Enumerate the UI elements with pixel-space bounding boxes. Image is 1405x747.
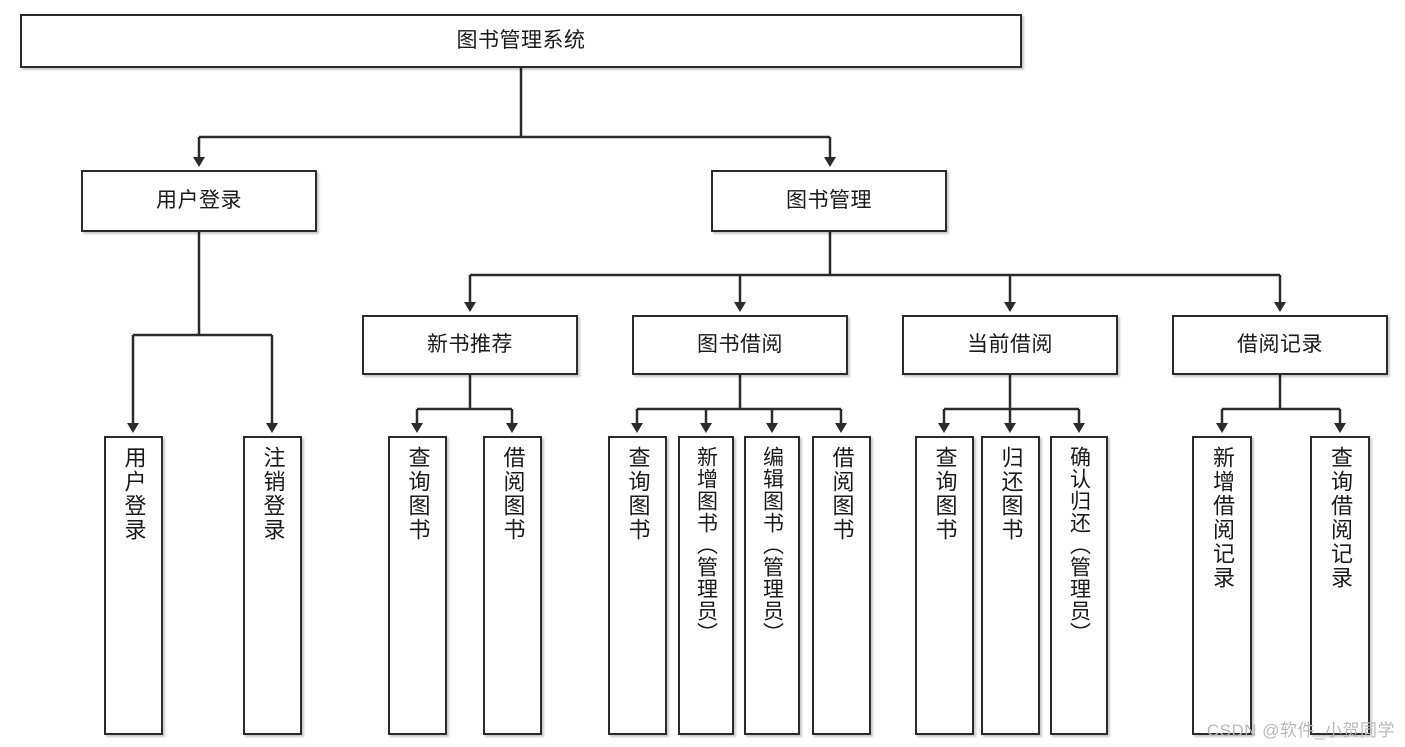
- node-label: 图书管理: [786, 188, 872, 212]
- node-label: 新增借阅记录: [1210, 446, 1235, 590]
- leaf-borrow-add-book-admin[interactable]: 新增图书（管理员）: [678, 436, 734, 735]
- node-label: 注销登录: [260, 446, 286, 542]
- node-user-login[interactable]: 用户登录: [81, 170, 317, 232]
- leaf-user-login-login[interactable]: 用户登录: [104, 436, 163, 735]
- node-label: 图书借阅: [697, 332, 783, 356]
- node-label: 借阅记录: [1237, 332, 1323, 356]
- node-current-borrow[interactable]: 当前借阅: [902, 315, 1118, 375]
- leaf-recommend-query-book[interactable]: 查询图书: [388, 436, 447, 735]
- node-borrow-record[interactable]: 借阅记录: [1172, 315, 1388, 375]
- node-label: 确认归还（管理员）: [1067, 446, 1091, 644]
- leaf-record-add-record[interactable]: 新增借阅记录: [1192, 436, 1252, 735]
- node-new-book-recommend[interactable]: 新书推荐: [362, 315, 578, 375]
- node-label: 查询图书: [625, 446, 651, 542]
- node-label: 图书管理系统: [456, 28, 586, 52]
- leaf-borrow-query-book[interactable]: 查询图书: [608, 436, 667, 735]
- node-label: 编辑图书（管理员）: [760, 446, 784, 644]
- node-label: 新增图书（管理员）: [694, 446, 718, 644]
- node-book-borrow[interactable]: 图书借阅: [632, 315, 848, 375]
- node-label: 查询图书: [405, 446, 431, 542]
- leaf-user-login-logout[interactable]: 注销登录: [243, 436, 302, 735]
- leaf-current-confirm-return-admin[interactable]: 确认归还（管理员）: [1050, 436, 1108, 735]
- node-label: 查询图书: [932, 446, 958, 542]
- node-label: 用户登录: [121, 446, 147, 542]
- node-label: 新书推荐: [427, 332, 513, 356]
- leaf-recommend-borrow-book[interactable]: 借阅图书: [483, 436, 542, 735]
- node-root-system[interactable]: 图书管理系统: [20, 14, 1022, 68]
- node-label: 当前借阅: [967, 332, 1053, 356]
- node-label: 查询借阅记录: [1328, 446, 1353, 590]
- node-label: 借阅图书: [829, 446, 855, 542]
- leaf-borrow-borrow-book[interactable]: 借阅图书: [812, 436, 871, 735]
- leaf-current-query-book[interactable]: 查询图书: [915, 436, 974, 735]
- node-label: 借阅图书: [500, 446, 526, 542]
- leaf-current-return-book[interactable]: 归还图书: [981, 436, 1040, 735]
- node-label: 归还图书: [998, 446, 1024, 542]
- leaf-record-query-record[interactable]: 查询借阅记录: [1310, 436, 1370, 735]
- node-label: 用户登录: [156, 188, 242, 212]
- leaf-borrow-edit-book-admin[interactable]: 编辑图书（管理员）: [744, 436, 800, 735]
- node-book-management[interactable]: 图书管理: [711, 170, 947, 232]
